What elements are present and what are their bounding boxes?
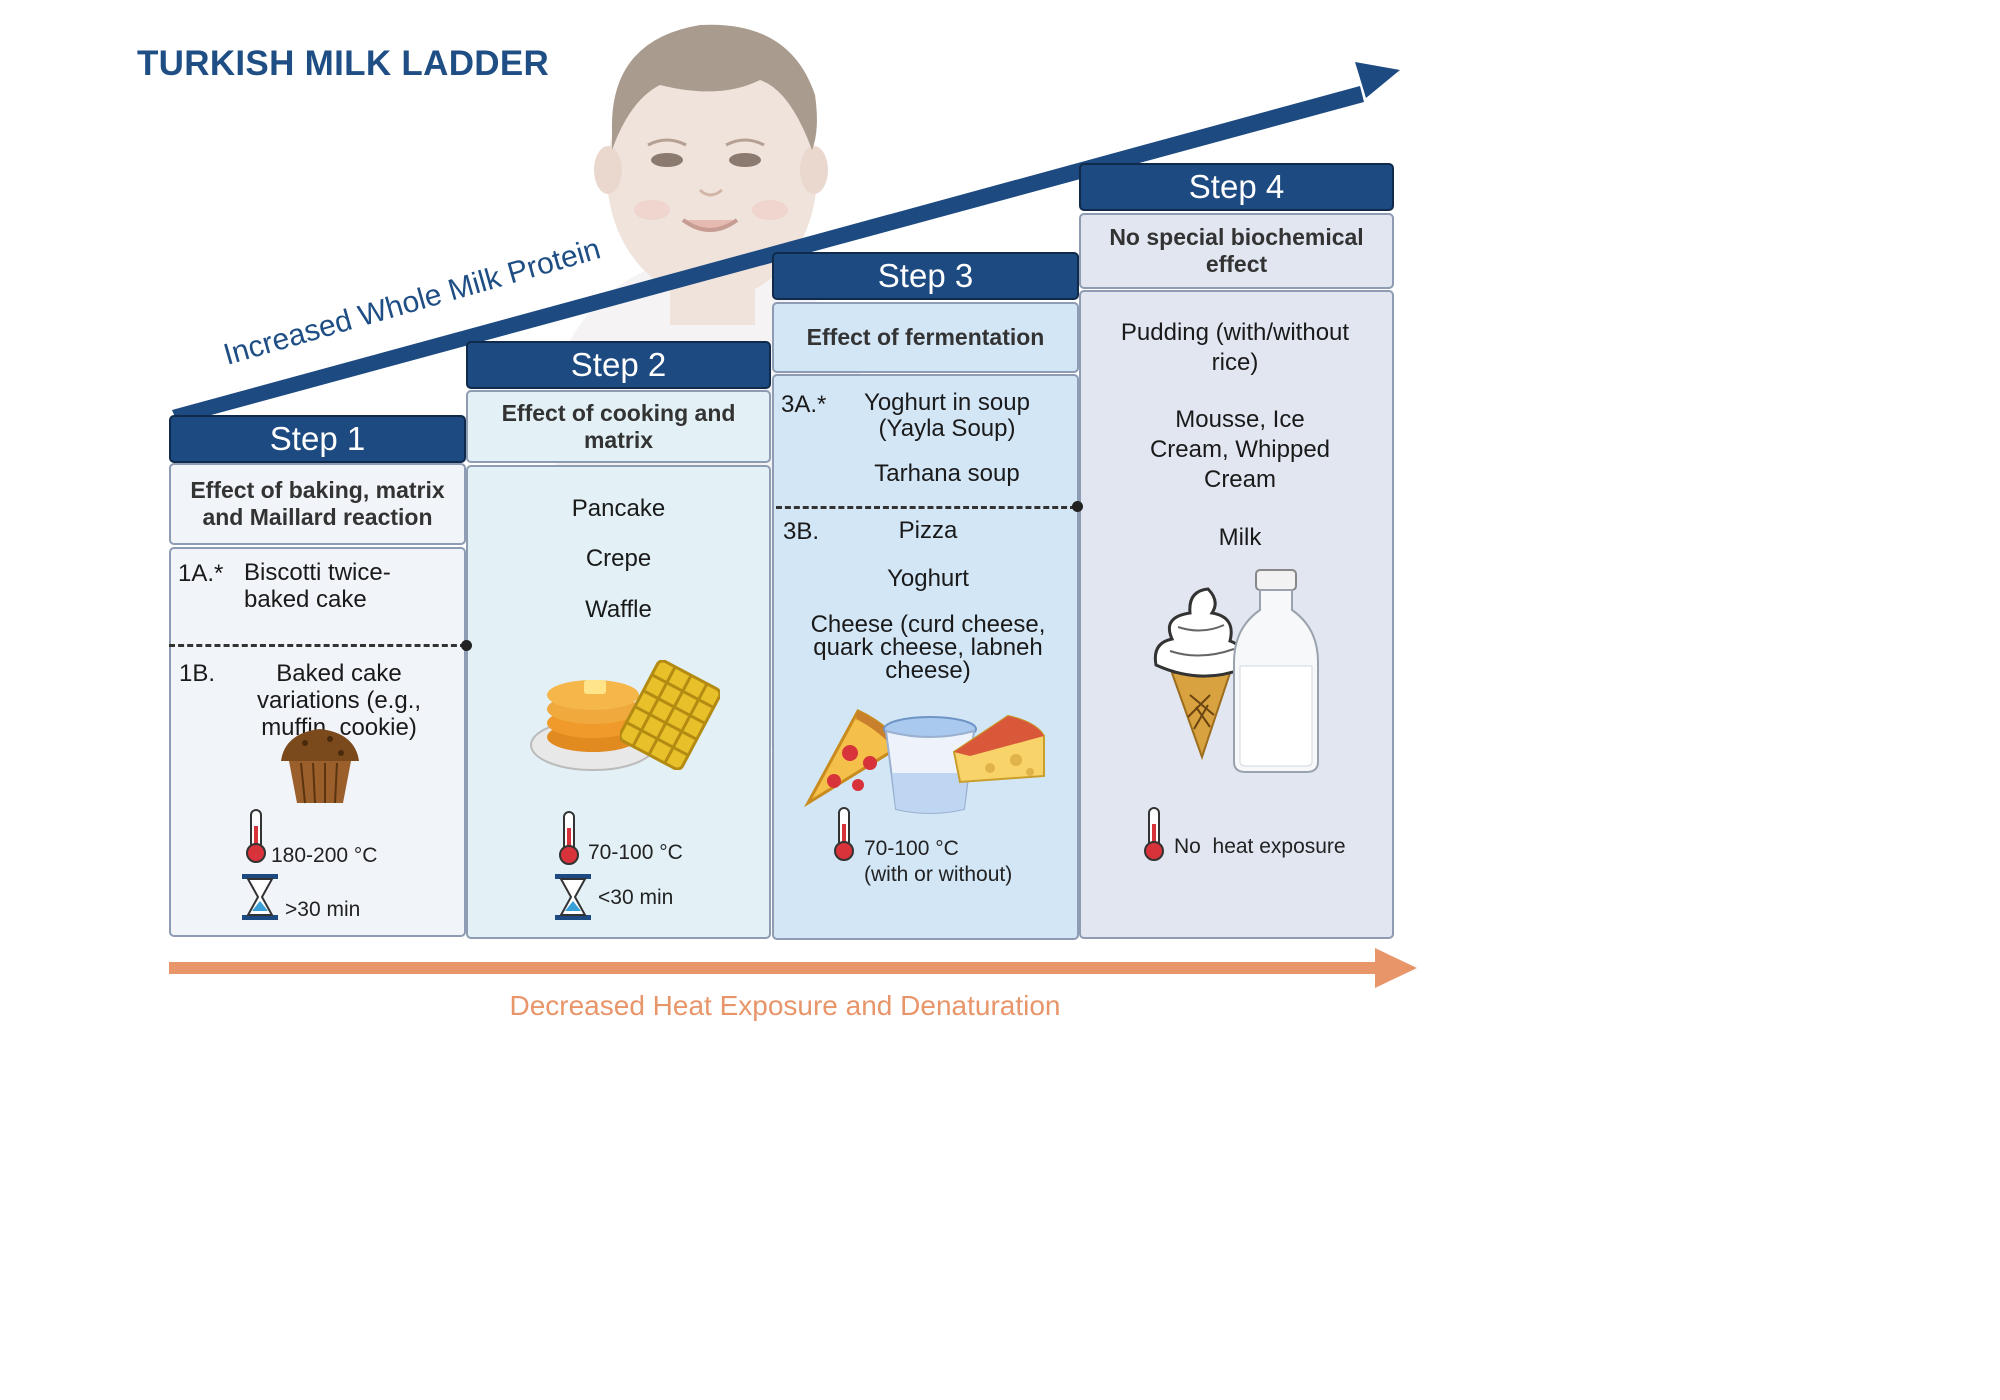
step-1b-label: 1B. <box>179 660 216 687</box>
thermometer-icon <box>559 811 579 865</box>
thermometer-icon <box>1144 807 1164 861</box>
step-3-temperature-note: (with or without) <box>864 863 1013 886</box>
thermometer-icon <box>246 809 266 863</box>
step-3-divider <box>776 506 1076 509</box>
step-2-food-1: Pancake <box>571 495 666 522</box>
step-4-food-1: Pudding (with/without rice) <box>1120 319 1350 376</box>
step-1b-text: Baked cake variations (e.g., muffin, coo… <box>256 660 422 741</box>
diagram-title: TURKISH MILK LADDER <box>137 44 550 83</box>
step-3-panel <box>772 374 1079 940</box>
step-1a-label: 1A.* <box>178 560 224 587</box>
step-4-heat: No heat exposure <box>1174 835 1346 858</box>
step-4-food-3: Milk <box>1218 524 1262 551</box>
step-2-temperature: 70-100 °C <box>588 841 683 864</box>
protein-increase-arrow <box>172 62 1400 424</box>
step-3a-label: 3A.* <box>781 391 827 418</box>
muffin-icon <box>281 729 359 804</box>
step-3b-label: 3B. <box>783 518 820 545</box>
step-3b-food-3: Cheese (curd cheese, quark cheese, labne… <box>810 611 1046 684</box>
step-4-panel <box>1079 290 1394 939</box>
heat-decrease-arrow <box>169 948 1417 988</box>
yoghurt-cup-icon <box>883 716 977 814</box>
cheese-icon <box>952 714 1045 784</box>
step-1-divider-dot <box>461 640 472 651</box>
step-3-effect: Effect of fermentation <box>772 302 1079 373</box>
step-3-header: Step 3 <box>772 252 1079 300</box>
milk-bottle-icon <box>1233 569 1319 773</box>
step-2-food-3: Waffle <box>585 596 652 623</box>
step-3a-food-1: Yoghurt in soup (Yayla Soup) <box>864 389 1030 442</box>
step-1-effect: Effect of baking, matrix and Maillard re… <box>169 463 466 545</box>
step-2-effect: Effect of cooking and matrix <box>466 390 771 463</box>
step-1a-text: Biscotti twice-baked cake <box>244 559 391 613</box>
step-3a-food-2: Tarhana soup <box>874 460 1020 487</box>
step-1-header: Step 1 <box>169 415 466 463</box>
step-1-time: >30 min <box>285 898 361 921</box>
step-2-time: <30 min <box>598 886 674 909</box>
step-1-divider <box>169 644 466 647</box>
step-4-food-2: Mousse, Ice Cream, Whipped Cream <box>1149 406 1331 493</box>
step-2-food-2: Crepe <box>585 545 652 572</box>
hourglass-icon <box>555 874 591 920</box>
step-3b-food-1: Pizza <box>898 517 958 544</box>
hourglass-icon <box>242 874 278 920</box>
step-4-effect: No special biochemical effect <box>1079 213 1394 289</box>
step-3-temperature: 70-100 °C <box>864 837 959 860</box>
step-3b-food-2: Yoghurt <box>887 565 969 592</box>
step-2-header: Step 2 <box>466 341 771 389</box>
waffle-icon <box>620 660 720 770</box>
step-1-temperature: 180-200 °C <box>271 844 378 867</box>
step-3-divider-dot <box>1072 501 1083 512</box>
thermometer-icon <box>834 807 854 861</box>
heat-decrease-label: Decreased Heat Exposure and Denaturation <box>509 990 1061 1021</box>
step-4-header: Step 4 <box>1079 163 1394 211</box>
